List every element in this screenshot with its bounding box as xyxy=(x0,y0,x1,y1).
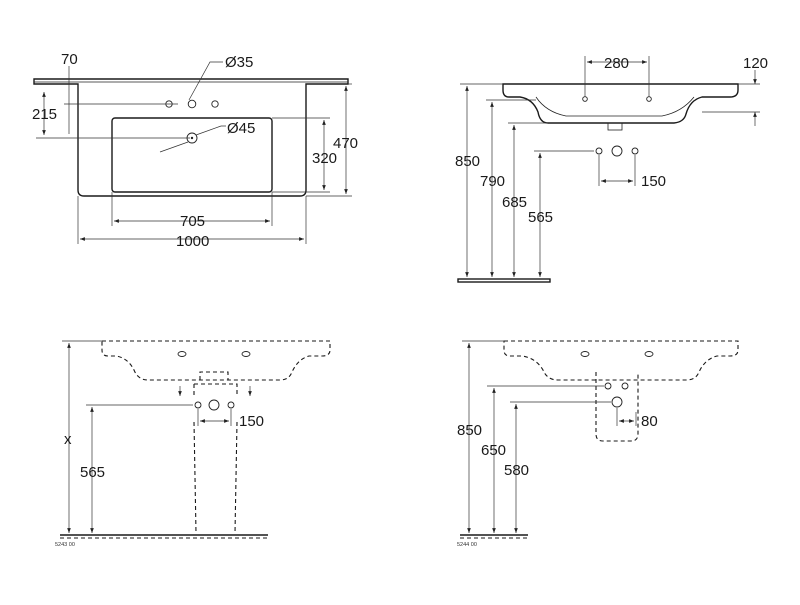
pedestal-outline xyxy=(193,383,238,534)
dim-70: 70 xyxy=(61,51,78,68)
dim-320: 320 xyxy=(312,150,337,167)
top-view: Ø35 Ø45 70 215 320 470 705 1000 xyxy=(32,51,358,250)
drawing-code-pedestal: 5243 00 xyxy=(55,542,75,548)
bowl-outline-plan xyxy=(111,117,273,193)
side-view: 280 120 850 790 685 565 150 xyxy=(455,55,768,283)
dim-790: 790 xyxy=(480,173,505,190)
connection-right xyxy=(631,147,639,155)
dim-1000: 1000 xyxy=(176,233,209,250)
semi-connection-right xyxy=(621,382,629,390)
dim-850-semi: 850 xyxy=(457,422,482,439)
pedestal-connection-right xyxy=(227,401,235,409)
dim-685: 685 xyxy=(502,194,527,211)
dim-150-pedestal: 150 xyxy=(239,413,264,430)
dim-565-pedestal: 565 xyxy=(80,464,105,481)
basin-outline-plan xyxy=(33,78,349,197)
connection-waste xyxy=(611,145,623,157)
basin-outline-semi xyxy=(503,340,739,381)
semi-connection-waste xyxy=(611,396,623,408)
tap-hole-center xyxy=(187,99,197,109)
semi-pedestal-view: 850 650 580 80 5244 00 xyxy=(457,340,739,548)
drawing-code-semi: 5244 00 xyxy=(457,542,477,548)
dim-215: 215 xyxy=(32,106,57,123)
dim-150-side: 150 xyxy=(641,173,666,190)
tap-hole-right xyxy=(211,100,219,108)
dim-diameter-35: Ø35 xyxy=(225,54,253,71)
dim-x: x xyxy=(64,431,72,448)
dim-80: 80 xyxy=(641,413,658,430)
dim-280: 280 xyxy=(604,55,629,72)
dim-diameter-45: Ø45 xyxy=(227,120,255,137)
dim-850: 850 xyxy=(455,153,480,170)
floor-strip xyxy=(457,278,551,283)
dim-470: 470 xyxy=(333,135,358,152)
dim-650: 650 xyxy=(481,442,506,459)
dim-580: 580 xyxy=(504,462,529,479)
dim-565-side: 565 xyxy=(528,209,553,226)
semi-pedestal-outline xyxy=(595,372,639,442)
pedestal-connection-waste xyxy=(208,399,220,411)
semi-connection-left xyxy=(604,382,612,390)
basin-outline-pedestal xyxy=(101,340,331,381)
pedestal-view: x 565 150 5243 00 xyxy=(55,340,331,548)
dim-120: 120 xyxy=(743,55,768,72)
basin-outline-side xyxy=(502,83,739,124)
dim-705: 705 xyxy=(180,213,205,230)
pedestal-connection-left xyxy=(194,401,202,409)
connection-left xyxy=(595,147,603,155)
